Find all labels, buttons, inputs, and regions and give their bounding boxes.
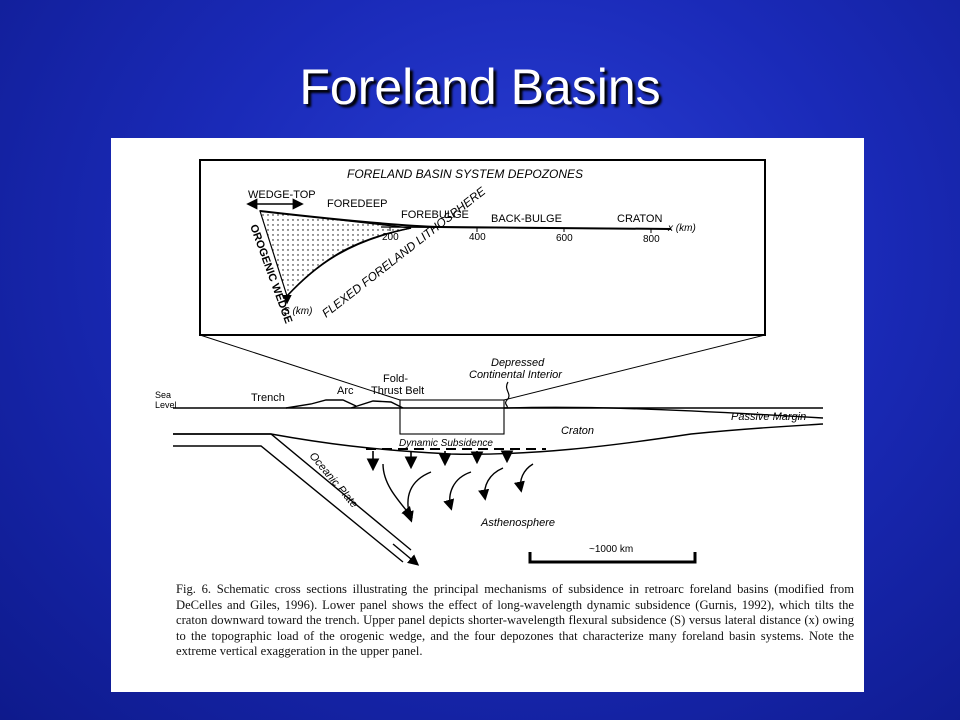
plate-motion-arrow — [392, 543, 420, 566]
craton-label: Craton — [561, 425, 594, 437]
mantle-flow-arrows — [382, 463, 534, 523]
mantle-flow-arrow — [478, 467, 504, 501]
fold-thrust-topography — [350, 400, 404, 409]
depressed-interior-pointer — [505, 381, 510, 409]
x-tick-label: 800 — [643, 234, 660, 245]
zone-label-back-bulge: BACK-BULGE — [491, 213, 562, 225]
zone-label-foredeep: FOREDEEP — [327, 198, 388, 210]
dynamic-subsidence-label: Dynamic Subsidence — [399, 438, 493, 449]
fold-thrust-label: Fold- — [383, 373, 408, 385]
mantle-flow-arrow — [513, 463, 534, 493]
sea-level-label: Sea — [155, 390, 171, 400]
fold-thrust-label: Thrust Belt — [371, 385, 424, 397]
zone-label-forebulge: FOREBULGE — [401, 209, 469, 221]
lithosphere-base — [173, 423, 824, 455]
x-tick-label: 400 — [469, 232, 486, 243]
zoom-line-left — [199, 334, 401, 401]
depressed-interior-label: Depressed — [491, 357, 545, 369]
oceanic-plate-upper — [173, 433, 412, 551]
sea-level-label: Level — [155, 400, 177, 410]
x-axis-label: x (km) — [667, 223, 696, 234]
oceanic-plate-lower — [173, 445, 404, 563]
trench-label: Trench — [251, 392, 285, 404]
zone-label-wedge-top: WEDGE-TOP — [248, 189, 316, 201]
s-axis-label: S (km) — [283, 306, 312, 317]
x-tick-label: 600 — [556, 233, 573, 244]
depressed-interior-box — [399, 399, 505, 435]
upper-panel-title: FORELAND BASIN SYSTEM DEPOZONES — [347, 167, 583, 181]
depressed-interior-label: Continental Interior — [469, 369, 563, 381]
scale-bar-label: ~1000 km — [589, 544, 633, 555]
slide-title: Foreland Basins — [299, 59, 661, 115]
zone-label-craton: CRATON — [617, 213, 662, 225]
figure-panel: FORELAND BASIN SYSTEM DEPOZONES WEDGE-TO… — [111, 138, 864, 692]
arc-label: Arc — [337, 385, 354, 397]
zoom-line-right — [503, 334, 766, 401]
mantle-flow-arrow — [403, 471, 432, 523]
arc-topography — [285, 399, 357, 409]
cross-section-diagram: FORELAND BASIN SYSTEM DEPOZONES WEDGE-TO… — [155, 159, 824, 566]
flexed-lithosphere-curve — [286, 227, 412, 297]
asthenosphere-label: Asthenosphere — [480, 517, 555, 529]
mantle-flow-arrow — [443, 471, 472, 511]
x-axis-line — [380, 226, 670, 230]
x-tick-label: 200 — [382, 232, 399, 243]
oceanic-plate-label: Oceanic Plate — [307, 450, 360, 510]
figure-caption: Fig. 6. Schematic cross sections illustr… — [176, 582, 854, 659]
upper-panel-frame — [199, 159, 766, 336]
mantle-flow-arrow — [382, 463, 413, 519]
scale-bar — [528, 552, 697, 564]
passive-margin-surface — [503, 406, 824, 419]
x-axis-ticks — [389, 227, 652, 233]
subsidence-arrows — [366, 450, 514, 472]
passive-margin-label: Passive Margin — [731, 411, 806, 423]
